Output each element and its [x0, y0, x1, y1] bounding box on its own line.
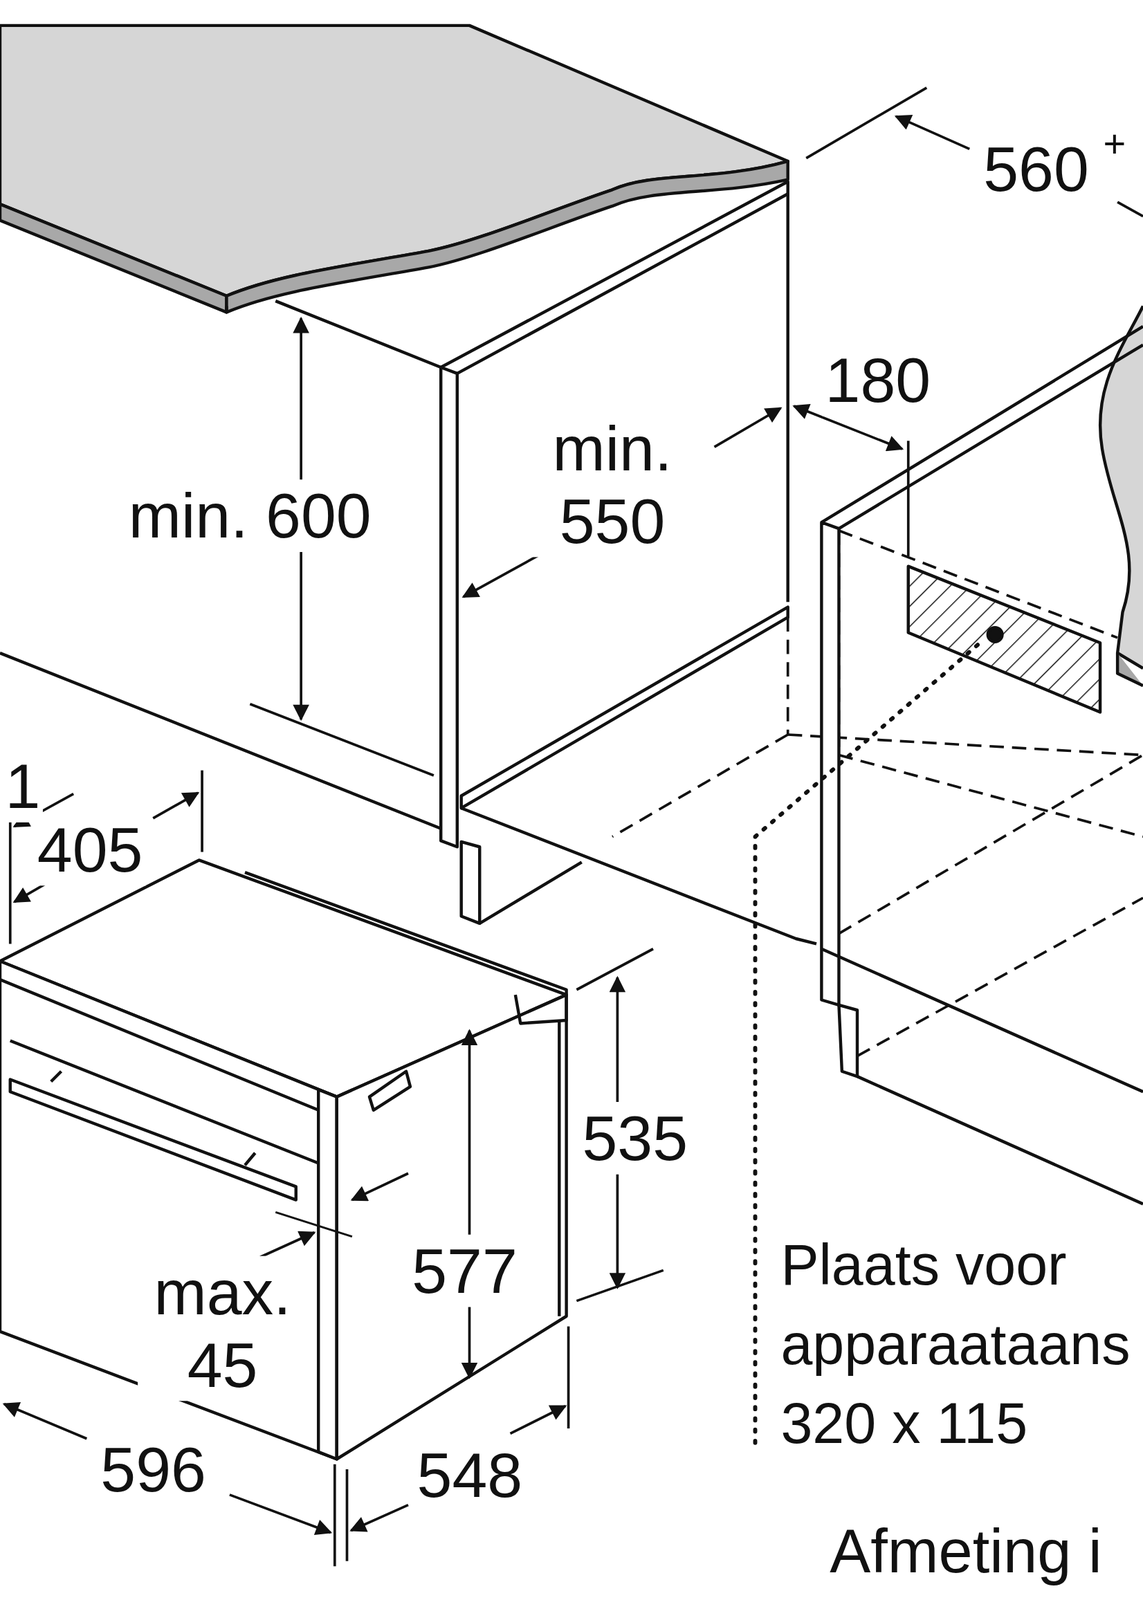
dimension: 560	[980, 132, 1092, 205]
dimension: 577	[408, 1234, 521, 1307]
dimension: 180	[821, 343, 934, 416]
dimension: max. 45	[137, 1255, 308, 1402]
dimension: 1	[2, 749, 44, 822]
dimension: min. 550	[520, 411, 706, 557]
dimension: min. 600	[125, 479, 375, 553]
note-text: apparaataans	[777, 1312, 1134, 1379]
dimension: 535	[579, 1101, 691, 1175]
note-text: Plaats voor	[777, 1232, 1070, 1299]
tolerance: +	[1100, 122, 1130, 167]
dimension: 596	[97, 1433, 209, 1507]
dimension: 548	[413, 1438, 526, 1512]
units-caption: Afmeting i	[826, 1515, 1105, 1587]
dimension: 405	[33, 812, 146, 886]
note-text: 320 x 115	[777, 1390, 1031, 1457]
